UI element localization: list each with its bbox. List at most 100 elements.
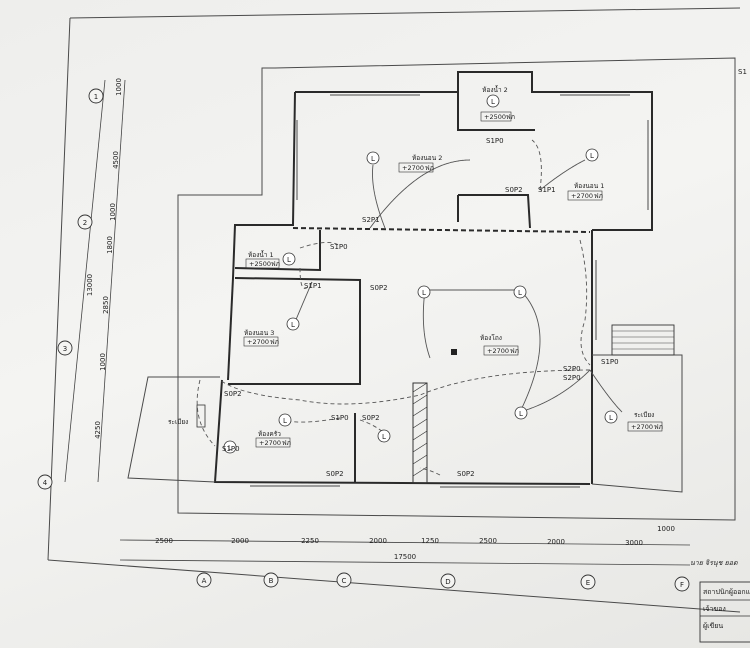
svg-text:1000: 1000 bbox=[657, 525, 675, 533]
grid-letter: D bbox=[445, 578, 450, 586]
light-icon: L bbox=[585, 148, 599, 162]
svg-text:L: L bbox=[371, 155, 375, 163]
svg-text:L: L bbox=[283, 417, 287, 425]
stair-treads bbox=[612, 330, 674, 350]
room-unit: ฟภ bbox=[425, 164, 434, 172]
sheet-border-left bbox=[47, 17, 71, 561]
svg-text:2000: 2000 bbox=[369, 537, 387, 545]
svg-text:4250: 4250 bbox=[94, 421, 102, 439]
grid-number: 2 bbox=[83, 219, 87, 227]
light-fixtures: L L L L L L L L L L L L bbox=[223, 94, 618, 454]
room-level: +2700 bbox=[487, 347, 509, 355]
switch-label: S0P2 bbox=[505, 186, 523, 194]
svg-text:1000: 1000 bbox=[115, 78, 123, 96]
windows bbox=[250, 94, 649, 488]
light-icon: L bbox=[366, 151, 380, 165]
grid-number: 1 bbox=[94, 93, 98, 101]
light-icon: L bbox=[417, 285, 431, 299]
bottom-dimensions: 2500 2000 2250 2000 1250 2500 2000 3000 … bbox=[155, 525, 675, 561]
bottom-total-line bbox=[119, 559, 691, 566]
room-level: +2700 bbox=[259, 439, 281, 447]
light-icon: L bbox=[282, 252, 296, 266]
wall-north bbox=[295, 71, 653, 231]
room-level: +2700 bbox=[402, 164, 424, 172]
switch-label: S0P2 bbox=[326, 470, 344, 478]
room-unit: ฟภ bbox=[506, 113, 515, 121]
switch-label: S1P0 bbox=[486, 137, 504, 145]
room-level: +2700 bbox=[631, 423, 653, 431]
wall-west-upper bbox=[227, 277, 234, 381]
grid-letters: A B C D E F bbox=[196, 572, 690, 592]
switch-label: S1P1 bbox=[538, 186, 556, 194]
title-block-row: สถาปนิกผู้ออกแบบ bbox=[703, 588, 750, 596]
room-level: +2500 bbox=[484, 113, 506, 121]
svg-text:L: L bbox=[518, 289, 522, 297]
title-block: สถาปนิกผู้ออกแบบ เจ้าของ ผู้เขียน bbox=[699, 581, 750, 643]
room-unit: ฟภ bbox=[282, 439, 291, 447]
switch-label: S1P0 bbox=[601, 358, 619, 366]
grid-letter: F bbox=[680, 581, 684, 589]
left-dimensions: 1000 4500 1000 1800 2850 1000 4250 13000 bbox=[86, 78, 123, 439]
room-name: ห้องนอน 2 bbox=[412, 154, 442, 162]
svg-text:2250: 2250 bbox=[301, 537, 319, 545]
wall-bath1 bbox=[234, 230, 321, 272]
svg-text:1000: 1000 bbox=[109, 203, 117, 221]
wall-northwest bbox=[232, 91, 296, 279]
wall-bath2 bbox=[457, 92, 535, 131]
svg-text:L: L bbox=[519, 410, 523, 418]
svg-text:L: L bbox=[590, 152, 594, 160]
hatching bbox=[412, 382, 428, 477]
svg-text:1250: 1250 bbox=[421, 537, 439, 545]
left-dim-line bbox=[64, 79, 106, 483]
sheet-border-top bbox=[69, 7, 741, 19]
stair bbox=[611, 324, 675, 356]
svg-text:L: L bbox=[228, 444, 232, 452]
svg-text:L: L bbox=[609, 414, 613, 422]
room-name: ห้องนอน 1 bbox=[574, 182, 604, 190]
sheet-border-bottom bbox=[47, 559, 741, 613]
switch-label: S2P0 bbox=[563, 365, 581, 373]
room-labels: ห้องน้ำ 2 +2500 ฟภ ห้องนอน 2 +2700 ฟภ ห้… bbox=[168, 85, 663, 448]
room-unit: ฟภ bbox=[510, 347, 519, 355]
room-level: +2700 bbox=[571, 192, 593, 200]
switch-label: S1P0 bbox=[222, 445, 240, 453]
switch-label: S2P1 bbox=[362, 216, 380, 224]
veranda-left-step bbox=[196, 404, 206, 428]
room-unit: ฟภ bbox=[654, 423, 663, 431]
svg-text:L: L bbox=[287, 256, 291, 264]
svg-text:2000: 2000 bbox=[547, 538, 565, 546]
room-name: ระเบียง bbox=[168, 418, 188, 426]
switch-label: S0P2 bbox=[457, 470, 475, 478]
switch-label: S1P1 bbox=[304, 282, 322, 290]
wall-bed1-bed2 bbox=[458, 194, 531, 229]
room-level: +2700 bbox=[247, 338, 269, 346]
svg-text:2500: 2500 bbox=[479, 537, 497, 545]
svg-text:L: L bbox=[291, 321, 295, 329]
hatched-wall bbox=[412, 382, 428, 484]
room-unit: ฟภ bbox=[271, 260, 280, 268]
veranda-left-outline bbox=[127, 376, 220, 483]
light-icon: L bbox=[513, 285, 527, 299]
switch-label: S0P2 bbox=[224, 390, 242, 398]
svg-text:1800: 1800 bbox=[106, 236, 114, 254]
wiring bbox=[196, 139, 623, 476]
svg-text:13000: 13000 bbox=[86, 274, 94, 296]
light-icon: L bbox=[604, 410, 618, 424]
room-level: +2500 bbox=[249, 260, 271, 268]
grid-number: 3 bbox=[63, 345, 67, 353]
title-block-row: ผู้เขียน bbox=[703, 622, 723, 630]
left-dim-line-2 bbox=[97, 79, 126, 483]
corner-label: S1 bbox=[738, 68, 747, 76]
lot-outline bbox=[177, 57, 736, 521]
svg-text:17500: 17500 bbox=[394, 553, 416, 561]
grid-numbers: 1 2 3 4 bbox=[37, 88, 104, 490]
grid-letter: B bbox=[269, 577, 274, 585]
ceiling-outlet bbox=[451, 349, 457, 355]
title-block-row: เจ้าของ bbox=[703, 605, 726, 613]
grid-letter: C bbox=[342, 577, 347, 585]
switch-label: S0P2 bbox=[370, 284, 388, 292]
svg-text:2850: 2850 bbox=[102, 296, 110, 314]
svg-text:2500: 2500 bbox=[155, 537, 173, 545]
svg-text:1000: 1000 bbox=[99, 353, 107, 371]
